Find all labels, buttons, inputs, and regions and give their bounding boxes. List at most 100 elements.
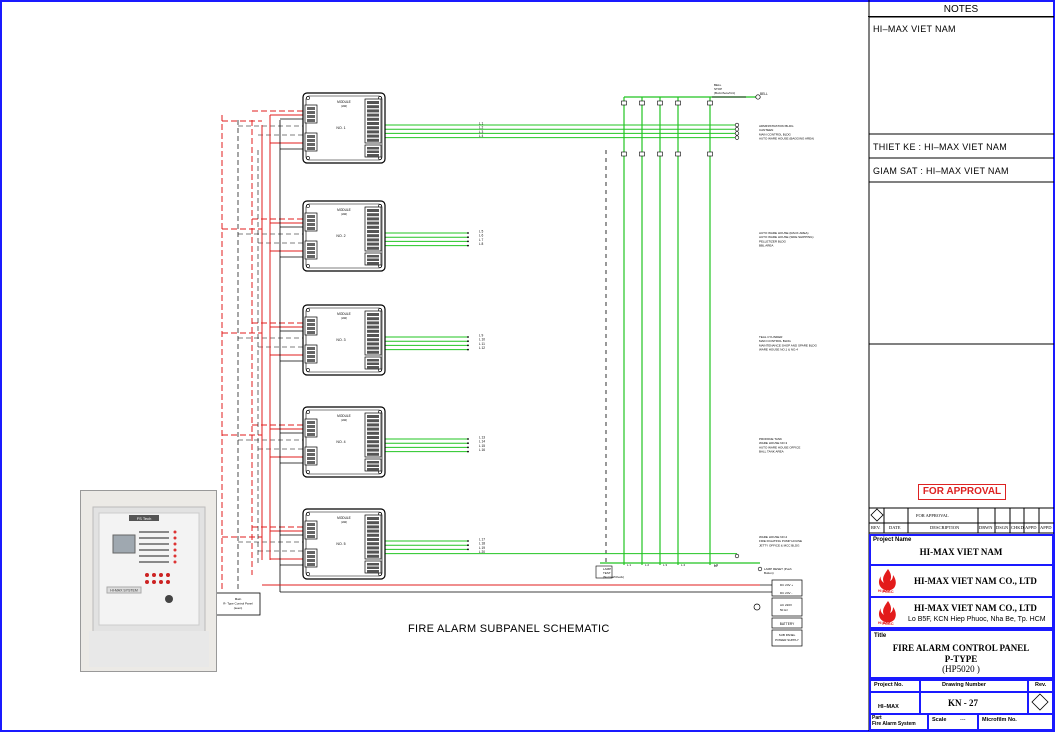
terminal-pin — [307, 215, 315, 218]
notes-header: NOTES — [868, 2, 1054, 17]
rev-header: DRWN — [979, 525, 993, 530]
drawing-number-label: Drawing Number — [942, 682, 987, 688]
terminal-pin — [367, 109, 379, 113]
zone-label: WARE HOUSE NO.2 — [759, 535, 788, 539]
bus-label: L 1 — [627, 563, 631, 567]
terminal-pin — [307, 135, 315, 138]
relay-contact-icon — [621, 100, 627, 106]
zone-label: PELLETIZER BLDG — [759, 239, 787, 243]
panel-photo-image: FS Tech HI-MAX SYSTEM — [81, 491, 216, 671]
lamp-icon — [734, 553, 740, 559]
zone-label: WARE HOUSE NO.1 & NO.4 — [759, 348, 798, 352]
module-sub: (HW) — [341, 104, 347, 108]
module-sub: (HW) — [341, 520, 347, 524]
terminal-pin — [367, 415, 379, 418]
main-panel-label: R- Type Control Panel — [223, 602, 253, 606]
bell-stop-label: (Buzz/Auto/Cnt) — [714, 91, 735, 95]
terminal-pin — [367, 436, 379, 439]
terminal-pin — [367, 359, 379, 362]
title-block-frame — [868, 0, 1054, 731]
main-panel-label: Main — [235, 597, 242, 601]
line-label: L 1 — [479, 121, 484, 125]
part-label: Part — [872, 715, 882, 721]
rev-header: DSGN — [996, 525, 1009, 530]
line-label: L 16 — [479, 448, 485, 452]
line-label: L 5 — [479, 229, 484, 233]
bus-label: L 4 — [681, 563, 685, 567]
terminal-pin — [307, 323, 315, 326]
screw-icon — [306, 308, 310, 312]
terminal-pin — [367, 321, 379, 325]
terminal-pin — [367, 566, 379, 569]
screw-icon — [306, 368, 310, 372]
scale-label: Scale — [932, 717, 947, 723]
zone-label: BALL TANK AREA — [759, 450, 784, 454]
rev-header: APPD — [1040, 525, 1052, 530]
terminal-pin — [367, 350, 379, 354]
lamp-test-label: (Normal/Check) — [603, 575, 624, 579]
terminal-pin — [367, 452, 379, 456]
terminal-pin — [307, 461, 315, 464]
terminal-pin — [307, 347, 315, 350]
terminal-pin — [307, 139, 315, 142]
lamp-icon — [734, 122, 740, 128]
screw-icon — [306, 204, 310, 208]
screw-icon — [306, 572, 310, 576]
line-end-dot — [467, 240, 469, 243]
zone-label: FIRE FIGHTING PUMP HOUSE — [759, 539, 802, 543]
terminal-pin — [307, 359, 315, 362]
terminal-pin — [367, 529, 379, 533]
company-logo-icon: PCCC — [878, 601, 896, 626]
battery-label: BATTERY — [780, 622, 795, 626]
bell-stop-label: STOP — [714, 87, 722, 91]
terminal-pin — [307, 247, 315, 250]
drawing-subtitle: FIRE ALARM SUBPANEL SCHEMATIC — [408, 623, 610, 635]
terminal-pin — [367, 213, 379, 217]
screw-icon — [306, 512, 310, 516]
battery-box — [771, 617, 803, 629]
drawing-number: KN - 27 — [948, 698, 978, 708]
terminal-pin — [367, 101, 379, 104]
line-end-dot — [467, 544, 469, 547]
terminal-pin — [307, 111, 315, 114]
module-inner — [305, 95, 383, 161]
terminal-pin — [367, 209, 379, 212]
line-end-dot — [467, 548, 469, 551]
terminal-pin — [307, 425, 315, 428]
terminal-pin — [367, 546, 379, 550]
line-label: L 8 — [479, 242, 484, 246]
terminal-pin — [307, 433, 315, 436]
terminal-pin — [307, 119, 315, 122]
logo-sub: HI MAX — [878, 621, 891, 625]
module-box — [302, 406, 386, 478]
terminal-pin — [307, 319, 315, 322]
rev-row-text: FOR APPROVAL — [916, 513, 949, 518]
line-end-dot — [467, 446, 469, 449]
line-label: L 9 — [479, 333, 484, 337]
terminal-pin — [307, 327, 315, 330]
module-number: NO. 4 — [336, 440, 345, 444]
terminal-pin — [367, 329, 379, 333]
terminal-pin — [307, 551, 315, 554]
screw-icon — [306, 96, 310, 100]
relay-contact-icon — [657, 100, 663, 106]
line-label: L 11 — [479, 342, 485, 346]
module-number: NO. 5 — [336, 542, 345, 546]
screw-icon — [306, 156, 310, 160]
terminal-pin — [307, 355, 315, 358]
terminal-pin — [307, 107, 315, 110]
zone-label: BBL AREA — [759, 244, 773, 248]
terminal-pin — [367, 117, 379, 121]
title-line-2: P-TYPE — [944, 654, 978, 664]
module-number: NO. 1 — [336, 126, 345, 130]
line-end-dot — [467, 244, 469, 247]
for-approval-stamp: FOR APPROVAL — [918, 484, 1006, 500]
terminal-pin — [367, 431, 379, 435]
line-end-dot — [467, 442, 469, 445]
title-line-3: (HP5020 ) — [942, 664, 980, 674]
terminal-pin — [367, 238, 379, 242]
module-5: MODULE(HW)NO. 5L 17L 18L 19L 20 — [302, 508, 485, 580]
terminal-pin — [367, 464, 379, 467]
logo-sub: HI MAX — [878, 589, 891, 593]
